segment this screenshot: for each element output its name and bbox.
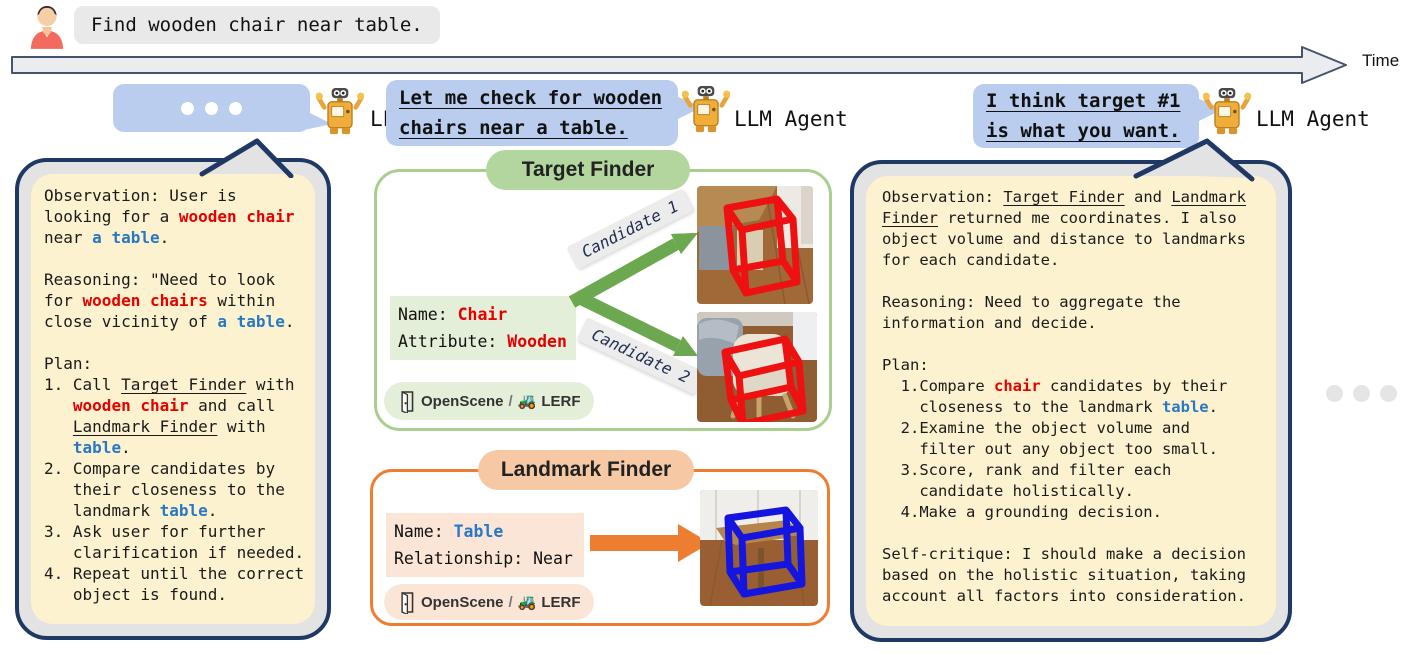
openscene-door-icon (401, 591, 414, 614)
lerf-tractor-icon: 🚜 (517, 393, 537, 410)
candidate-2-image (697, 312, 817, 422)
landmark-table-image (700, 490, 818, 606)
user-query-bubble: Find wooden chair near table. (74, 6, 440, 44)
candidate-1-image (697, 186, 813, 304)
llm-agent-robot-icon (316, 88, 364, 135)
agent-bubble-decision: I think target #1 is what you want. (973, 84, 1199, 148)
landmark-tools-pill: OpenScene / 🚜 LERF (384, 584, 594, 620)
llm-agent-label-2: LLM Agent (734, 107, 848, 131)
target-tools-pill: OpenScene / 🚜 LERF (384, 382, 594, 420)
llm-agent-robot-icon (682, 86, 730, 133)
landmark-finder-query: Name: Table Relationship: Near (386, 513, 584, 577)
right-panel-tail (1133, 138, 1255, 182)
landmark-finder-title: Landmark Finder (478, 450, 694, 490)
openscene-label: OpenScene (421, 593, 504, 611)
agent-bubble-decision-tail (1197, 98, 1223, 122)
continuation-dots (1326, 385, 1397, 402)
lerf-tractor-icon: 🚜 (517, 594, 537, 611)
openscene-door-icon (401, 390, 414, 413)
right-thought-text: Observation: Target Finder and Landmark … (866, 176, 1276, 626)
typing-dots (113, 84, 310, 132)
tools-slash: / (508, 392, 513, 410)
left-panel-tail (199, 138, 294, 178)
tools-slash: / (508, 593, 513, 611)
left-thought-text: Observation: User is looking for a woode… (31, 174, 315, 624)
typing-bubble-tail (304, 110, 332, 130)
lerf-label: LERF (541, 392, 581, 410)
lerf-label: LERF (541, 593, 581, 611)
target-finder-title: Target Finder (486, 150, 690, 190)
left-thought-panel: Observation: User is looking for a woode… (15, 158, 331, 640)
candidate-arrows (568, 233, 698, 356)
agent-bubble-check: Let me check for wooden chairs near a ta… (386, 80, 678, 146)
llm-agent-label-3: LLM Agent (1256, 107, 1370, 131)
agent-typing-bubble (113, 84, 310, 132)
timeline-label: Time (1362, 51, 1400, 70)
llm-agent-robot-icon (1203, 88, 1251, 135)
timeline-arrow (11, 46, 1347, 84)
agent-bubble-check-tail (676, 96, 702, 120)
user-query-text: Find wooden chair near table. (91, 14, 423, 36)
user-avatar (30, 5, 64, 49)
target-finder-query: Name: Chair Attribute: Wooden (390, 296, 576, 360)
openscene-label: OpenScene (421, 392, 504, 410)
right-thought-panel: Observation: Target Finder and Landmark … (850, 160, 1292, 642)
landmark-arrow (590, 524, 710, 562)
